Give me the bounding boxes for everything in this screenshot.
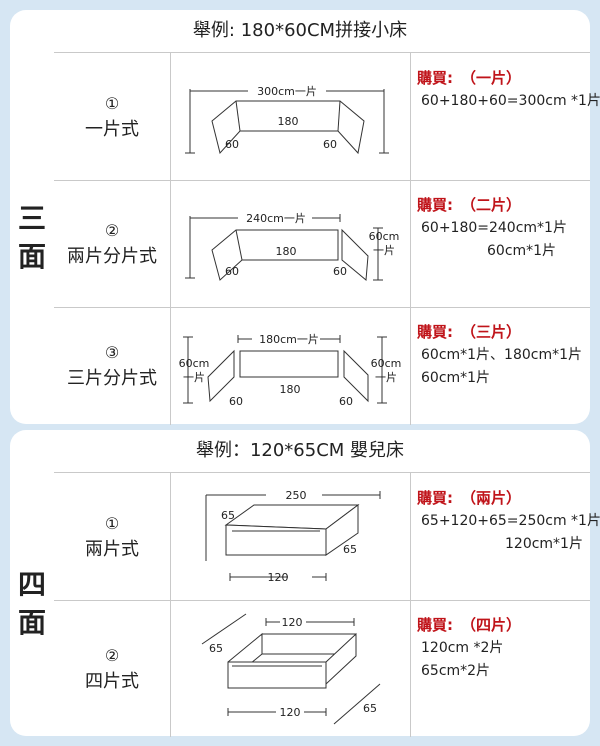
dim-left: 65 xyxy=(221,509,235,522)
dim-left: 60 xyxy=(229,395,243,408)
table-row: ② 四片式 xyxy=(54,600,590,737)
dim-top: 180cm一片 xyxy=(259,333,319,346)
dim-right-count: 一片 xyxy=(375,371,397,384)
dim-left-count: 一片 xyxy=(183,371,205,384)
purchase-line: 60cm*1片 xyxy=(487,243,557,259)
purchase-line: 65+120+65=250cm *1片 xyxy=(421,513,600,529)
purchase-cell: 購買: （三片） 60cm*1片、180cm*1片 60cm*1片 xyxy=(411,307,590,390)
bed-diagram-one-piece: 300cm一片 180 60 60 xyxy=(185,85,389,155)
option-name-cell: ① 兩片式 xyxy=(54,473,171,600)
side-char: 四 xyxy=(17,568,46,601)
purchase-line: 60cm*1片 xyxy=(421,370,491,386)
dim-middle: 180 xyxy=(276,245,297,258)
buy-label: 購買: xyxy=(417,323,453,341)
crib-diagram-four-piece: 120 65 65 120 xyxy=(201,613,381,725)
dim-right: 65 xyxy=(343,543,357,556)
option-name-cell: ① 一片式 xyxy=(54,53,171,180)
table-row: ① 一片式 300cm一片 180 60 60 xyxy=(54,53,600,181)
purchase-line: 60+180=240cm*1片 xyxy=(421,220,567,236)
option-name: 兩片式 xyxy=(85,538,139,560)
panel-title: 舉例：120*65CM 嬰兒床 xyxy=(195,440,405,461)
dim-middle: 180 xyxy=(278,115,299,128)
option-number: ③ xyxy=(104,343,120,362)
dim-right: 65 xyxy=(363,702,377,715)
option-number: ② xyxy=(104,220,120,240)
side-char: 三 xyxy=(17,202,46,235)
diagram-cell: 300cm一片 180 60 60 xyxy=(170,53,411,180)
dim-left: 60 xyxy=(225,138,239,151)
purchase-line: 120cm*1片 xyxy=(505,536,583,552)
option-name: 兩片分片式 xyxy=(67,245,157,267)
purchase-cell: 購買: （一片） 60+180+60=300cm *1片 xyxy=(411,53,600,113)
buy-quantity: （二片） xyxy=(461,196,522,214)
table-row: ② 兩片分片式 240cm一片 180 xyxy=(54,180,590,308)
buy-label: 購買: xyxy=(417,489,453,507)
panel-four-sided: 舉例：120*65CM 嬰兒床 四 面 ① 兩片式 xyxy=(10,430,600,737)
dim-left: 60 xyxy=(225,265,239,278)
option-number: ② xyxy=(104,645,120,665)
panel-title: 舉例: 180*60CM拼接小床 xyxy=(192,20,408,41)
option-name: 一片式 xyxy=(85,118,139,140)
dim-left: 65 xyxy=(209,642,223,655)
side-char: 面 xyxy=(17,606,46,639)
purchase-cell: 購買: （二片） 60+180=240cm*1片 60cm*1片 xyxy=(411,180,590,263)
dim-bottom: 120 xyxy=(280,706,301,719)
dim-top: 300cm一片 xyxy=(257,85,317,98)
bed-diagram-two-piece: 240cm一片 180 60 60 60cm 一片 xyxy=(185,212,400,281)
purchase-cell: 購買: （四片） 120cm *2片 65cm*2片 xyxy=(411,600,590,683)
diagram-cell: 120 65 65 120 xyxy=(170,600,411,737)
dim-right-length: 60cm xyxy=(371,357,402,370)
table-row: ③ 三片分片式 180cm一片 xyxy=(54,307,590,425)
buy-quantity: （兩片） xyxy=(461,489,522,507)
dim-top: 240cm一片 xyxy=(246,212,306,225)
diagram-cell: 250 65 65 120 xyxy=(170,473,411,600)
dim-side-length: 60cm xyxy=(369,230,400,243)
option-number: ① xyxy=(104,513,120,533)
dim-right: 60 xyxy=(333,265,347,278)
dim-bottom: 120 xyxy=(268,571,289,584)
buy-quantity: （一片） xyxy=(461,69,522,87)
purchase-line: 65cm*2片 xyxy=(421,663,491,679)
dim-top: 120 xyxy=(282,616,303,629)
options-table: ① 一片式 300cm一片 180 60 60 xyxy=(54,52,600,425)
dim-top: 250 xyxy=(286,489,307,502)
buy-label: 購買: xyxy=(417,196,453,214)
option-name-cell: ③ 三片分片式 xyxy=(54,307,171,425)
bed-diagram-three-piece: 180cm一片 180 60 60 60cm 一片 60cm 一片 xyxy=(179,333,402,408)
buy-label: 購買: xyxy=(417,69,453,87)
panel-three-sided: 舉例: 180*60CM拼接小床 三 面 ① 一片式 30 xyxy=(10,10,600,425)
diagram-cell: 180cm一片 180 60 60 60cm 一片 60cm 一片 xyxy=(170,307,411,425)
buy-quantity: （三片） xyxy=(461,323,522,341)
dim-right: 60 xyxy=(339,395,353,408)
side-label: 四 面 xyxy=(10,472,54,736)
table-row: ① 兩片式 250 xyxy=(54,473,600,601)
side-char: 面 xyxy=(17,240,46,273)
option-name: 三片分片式 xyxy=(67,368,157,389)
purchase-cell: 購買: （兩片） 65+120+65=250cm *1片 120cm*1片 xyxy=(411,473,600,556)
options-table: ① 兩片式 250 xyxy=(54,472,600,737)
diagram-cell: 240cm一片 180 60 60 60cm 一片 xyxy=(170,180,411,307)
buy-label: 購買: xyxy=(417,616,453,634)
purchase-line: 60cm*1片、180cm*1片 xyxy=(421,347,583,363)
buy-quantity: （四片） xyxy=(461,616,522,634)
option-name-cell: ② 四片式 xyxy=(54,600,171,737)
dim-right: 60 xyxy=(323,138,337,151)
purchase-line: 120cm *2片 xyxy=(421,640,504,656)
side-label: 三 面 xyxy=(10,52,54,424)
dim-side-count: 一片 xyxy=(373,244,395,257)
dim-left-length: 60cm xyxy=(179,357,210,370)
option-name-cell: ② 兩片分片式 xyxy=(54,180,171,307)
option-name: 四片式 xyxy=(85,670,139,692)
purchase-line: 60+180+60=300cm *1片 xyxy=(421,93,600,109)
option-number: ① xyxy=(104,93,120,113)
crib-diagram-two-piece: 250 65 65 120 xyxy=(205,489,381,584)
dim-middle: 180 xyxy=(280,383,301,396)
